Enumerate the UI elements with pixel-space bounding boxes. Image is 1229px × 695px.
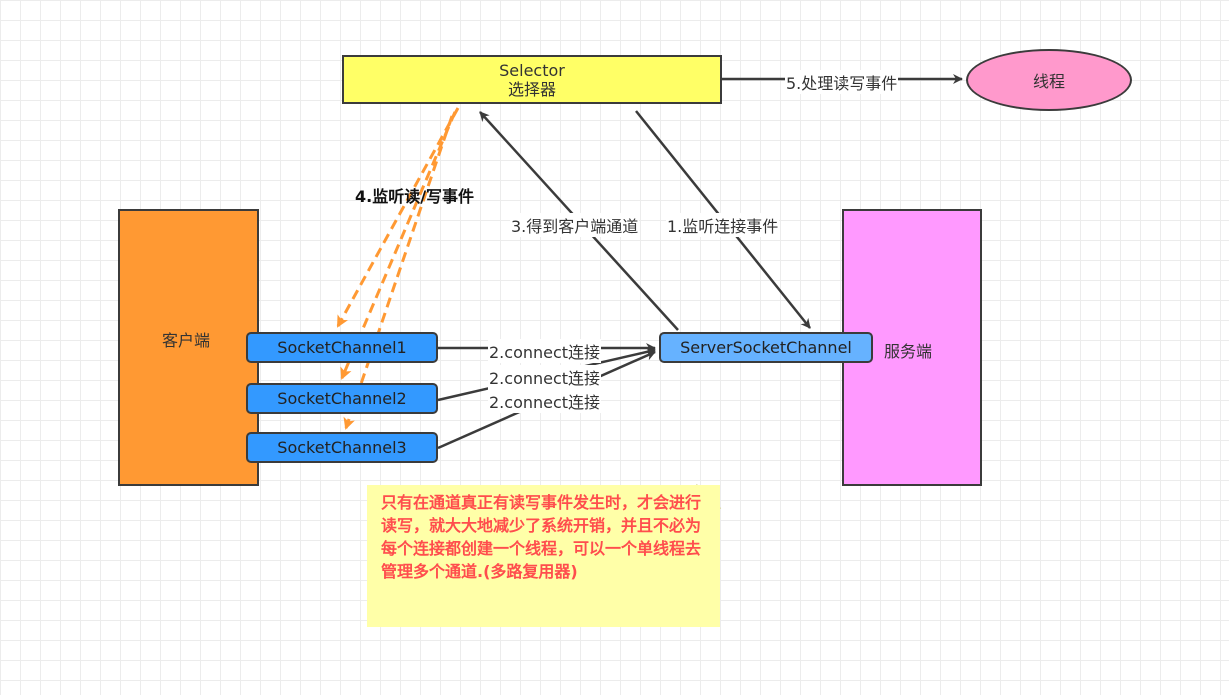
socket-channel-1-label: SocketChannel1 xyxy=(277,338,407,357)
server-socket-channel-label: ServerSocketChannel xyxy=(680,338,852,357)
label-connect-2: 2.connect连接 xyxy=(488,365,602,389)
label-listen-rw: 4.监听读/写事件 xyxy=(355,187,475,206)
label-process-events: 5.处理读写事件 xyxy=(785,70,899,94)
selector-box: Selector 选择器 xyxy=(342,55,722,104)
sticky-note: 只有在通道真正有读写事件发生时，才会进行读写，就大大地减少了系统开销，并且不必为… xyxy=(367,485,720,627)
note-text: 只有在通道真正有读写事件发生时，才会进行读写，就大大地减少了系统开销，并且不必为… xyxy=(381,493,702,581)
socket-channel-3-label: SocketChannel3 xyxy=(277,438,407,457)
socket-channel-2-label: SocketChannel2 xyxy=(277,389,407,408)
selector-subtitle: 选择器 xyxy=(507,79,556,99)
socket-channel-3: SocketChannel3 xyxy=(246,432,438,463)
socket-channel-1: SocketChannel1 xyxy=(246,332,438,363)
dashed-arrow-channel3 xyxy=(343,115,454,430)
thread-ellipse: 线程 xyxy=(966,49,1132,111)
label-connect-3: 2.connect连接 xyxy=(488,389,602,413)
label-connect-1: 2.connect连接 xyxy=(488,339,602,363)
label-get-channel: 3.得到客户端通道 xyxy=(510,213,640,237)
label-listen-connect: 1.监听连接事件 xyxy=(666,213,780,237)
dashed-arrow-channel1 xyxy=(336,107,460,328)
socket-channel-2: SocketChannel2 xyxy=(246,383,438,414)
server-socket-channel: ServerSocketChannel xyxy=(659,332,873,363)
client-label: 客户端 xyxy=(162,331,211,350)
server-label: 服务端 xyxy=(884,342,933,361)
client-box: 客户端 xyxy=(118,209,259,486)
selector-title: Selector xyxy=(499,60,565,80)
thread-label: 线程 xyxy=(1032,72,1065,91)
